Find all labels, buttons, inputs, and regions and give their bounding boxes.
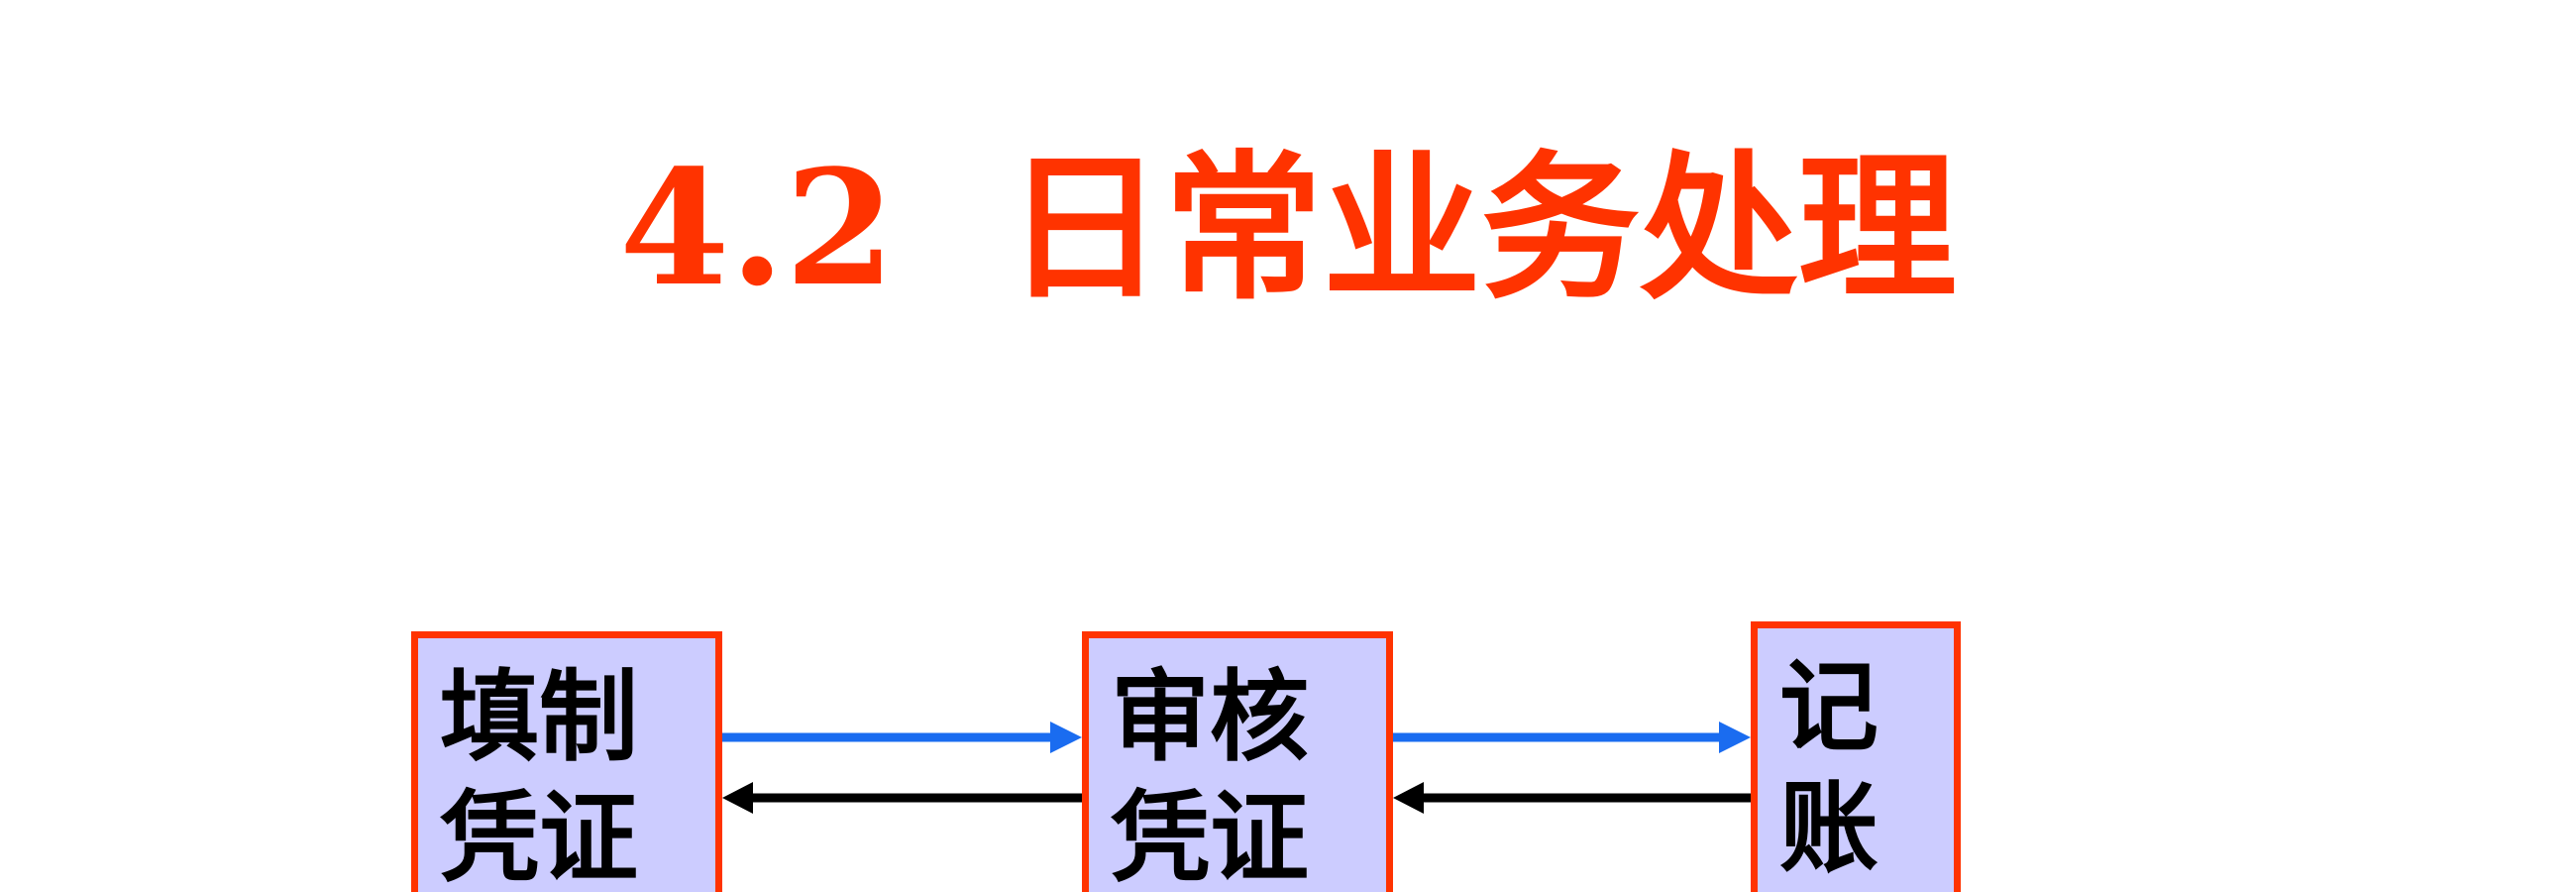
step-label-line1: 审核 (1111, 658, 1309, 775)
slide-title: 4.2 日常业务处理 (619, 135, 1957, 321)
step-label-line1: 记 (1779, 648, 1878, 765)
step-box-review-voucher: 审核 凭证 (1082, 631, 1393, 892)
step-box-fill-voucher: 填制 凭证 (411, 631, 722, 892)
step-label-line2: 凭证 (440, 779, 638, 892)
step-label: 审核 凭证 (1111, 656, 1309, 892)
step-label-line1: 填制 (440, 658, 638, 775)
step-label-line2: 账 (1779, 769, 1878, 886)
forward-arrowhead-1 (1050, 722, 1082, 753)
back-arrowhead-2 (1393, 782, 1424, 814)
back-arrowhead-1 (722, 782, 753, 814)
step-label-line2: 凭证 (1111, 779, 1309, 892)
step-box-post-ledger: 记 账 (1751, 621, 1961, 892)
step-label: 填制 凭证 (440, 656, 638, 892)
step-label: 记 账 (1779, 646, 1878, 888)
forward-arrowhead-2 (1719, 722, 1751, 753)
